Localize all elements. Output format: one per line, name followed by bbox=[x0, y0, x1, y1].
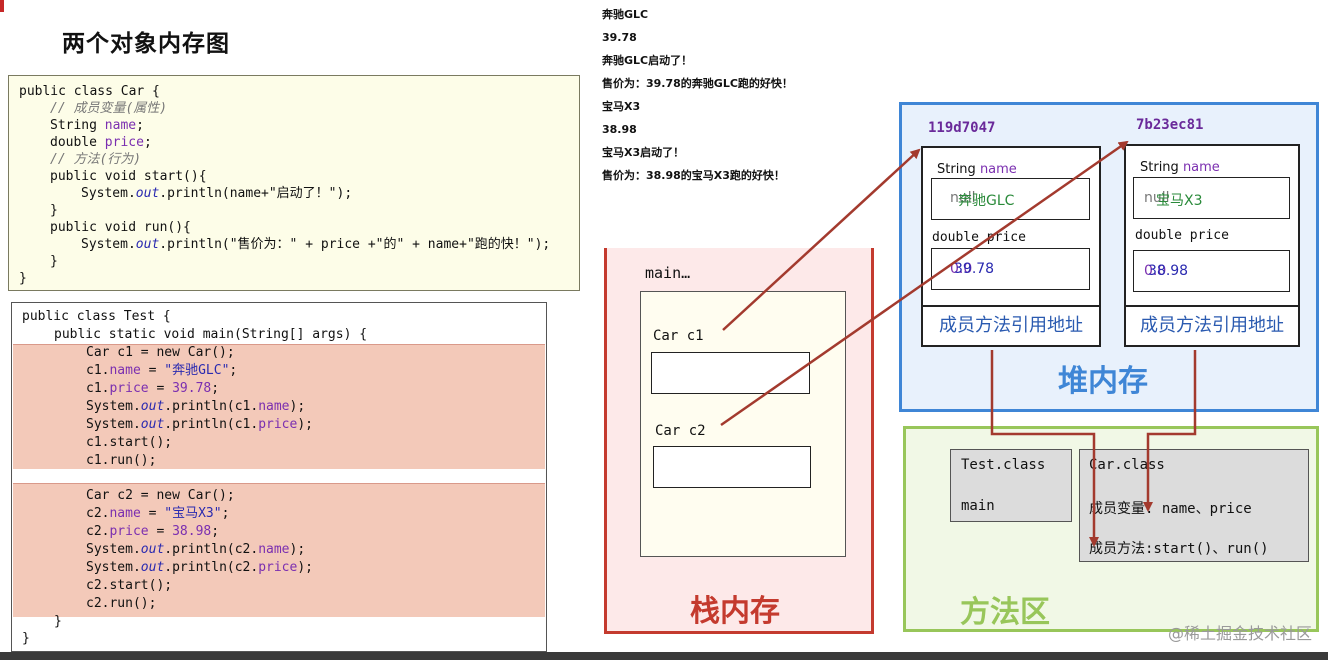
code-line: System.out.println(c2.price); bbox=[86, 560, 313, 575]
main-stack-frame: main… Car c1 Car c2 bbox=[640, 264, 846, 557]
car-class-code: public class Car { // 成员变量(属性) String na… bbox=[8, 75, 580, 291]
console-line: 宝马X3启动了！ bbox=[602, 146, 685, 159]
code-line: c1.name = "奔驰GLC"; bbox=[86, 363, 238, 378]
page-title: 两个对象内存图 bbox=[62, 31, 230, 57]
console-line: 宝马X3 bbox=[602, 100, 641, 113]
code-line: c2.name = "宝马X3"; bbox=[86, 506, 230, 521]
code-line: } bbox=[22, 631, 30, 646]
code-line: Car c2 = new Car(); bbox=[86, 488, 235, 503]
obj2-method-arrow bbox=[1143, 350, 1197, 512]
obj1-method-arrow bbox=[990, 350, 1099, 547]
code-line: public void start(){ bbox=[50, 169, 207, 184]
console-line: 奔驰GLC bbox=[602, 8, 649, 21]
code-line: } bbox=[19, 271, 27, 286]
code-line: System.out.println("售价为：" + price +"的" +… bbox=[81, 237, 551, 252]
console-line: 38.98 bbox=[602, 123, 637, 136]
obj2-method-ref: 成员方法引用地址 bbox=[1126, 305, 1298, 347]
var-c2-label: Car c2 bbox=[655, 423, 706, 439]
obj2-price-old: 0.0 bbox=[1144, 263, 1167, 279]
stack-frame-label: main… bbox=[645, 264, 691, 282]
c1-reference-arrow bbox=[722, 148, 921, 331]
obj1-address: 119d7047 bbox=[928, 120, 996, 136]
code-line: public void run(){ bbox=[50, 220, 191, 235]
car-object-2: String name null 宝马X3 double price 0.0 3… bbox=[1124, 144, 1300, 347]
highlight-c2-block bbox=[13, 483, 545, 617]
obj1-price-slot: 0.0 39.78 bbox=[931, 248, 1090, 290]
code-line: } bbox=[50, 203, 58, 218]
c2-reference-arrow bbox=[720, 140, 1129, 427]
code-line: } bbox=[50, 254, 58, 269]
var-c1-slot bbox=[651, 352, 810, 394]
obj2-address: 7b23ec81 bbox=[1136, 117, 1204, 133]
var-c2-slot bbox=[653, 446, 811, 488]
heap-memory-title: 堆内存 bbox=[1058, 364, 1148, 399]
console-line: 售价为：38.98的宝马X3跑的好快！ bbox=[602, 169, 785, 182]
car-class-name: Car.class bbox=[1089, 457, 1165, 473]
obj2-field-price-label: double price bbox=[1135, 228, 1229, 243]
var-c1-label: Car c1 bbox=[653, 328, 704, 344]
code-line: public static void main(String[] args) { bbox=[54, 327, 368, 342]
code-line: c1.start(); bbox=[86, 435, 173, 450]
obj1-method-ref: 成员方法引用地址 bbox=[923, 305, 1099, 347]
code-line: double price; bbox=[50, 135, 152, 150]
code-line: c2.price = 38.98; bbox=[86, 524, 220, 539]
code-comment: // 成员变量(属性) bbox=[50, 101, 168, 116]
console-line: 售价为：39.78的奔驰GLC跑的好快！ bbox=[602, 77, 793, 90]
car-class-fields: 成员变量: name、price bbox=[1089, 501, 1252, 517]
obj1-price-old: 0.0 bbox=[950, 261, 973, 277]
code-line: System.out.println(name+"启动了！"); bbox=[81, 186, 353, 201]
code-comment: // 方法(行为) bbox=[50, 152, 142, 167]
method-area-title: 方法区 bbox=[960, 595, 1050, 630]
test-class-box: Test.class main bbox=[950, 449, 1072, 522]
code-line: c2.run(); bbox=[86, 596, 157, 611]
obj1-field-name-label: String name bbox=[937, 162, 1017, 177]
code-line: } bbox=[54, 614, 62, 629]
bottom-bar bbox=[0, 652, 1328, 660]
obj2-name-old: null bbox=[1144, 190, 1170, 206]
obj1-price-new: 39.78 bbox=[954, 261, 995, 277]
obj1-name-new: 奔驰GLC bbox=[958, 193, 1015, 209]
code-line: String name; bbox=[50, 118, 144, 133]
stack-memory-title: 栈内存 bbox=[690, 594, 780, 629]
code-line: System.out.println(c1.price); bbox=[86, 417, 313, 432]
code-line: System.out.println(c2.name); bbox=[86, 542, 306, 557]
test-class-main: main bbox=[961, 498, 995, 514]
test-class-code: public class Test { public static void m… bbox=[11, 302, 547, 652]
highlight-c1-block bbox=[13, 344, 545, 469]
test-class-name: Test.class bbox=[961, 457, 1046, 473]
obj2-name-slot: null 宝马X3 bbox=[1133, 177, 1290, 219]
code-line: Car c1 = new Car(); bbox=[86, 345, 235, 360]
corner-mark bbox=[0, 0, 4, 12]
console-line: 39.78 bbox=[602, 31, 637, 44]
watermark: @稀土掘金技术社区 bbox=[1167, 624, 1312, 643]
code-line: c2.start(); bbox=[86, 578, 173, 593]
code-line: public class Test { bbox=[22, 309, 171, 324]
obj2-name-new: 宝马X3 bbox=[1156, 193, 1203, 209]
code-line: System.out.println(c1.name); bbox=[86, 399, 306, 414]
code-line: c1.run(); bbox=[86, 453, 157, 468]
code-line: c1.price = 39.78; bbox=[86, 381, 220, 396]
car-class-methods: 成员方法:start()、run() bbox=[1089, 541, 1269, 557]
obj2-price-new: 38.98 bbox=[1148, 263, 1189, 279]
obj2-field-name-label: String name bbox=[1140, 160, 1220, 175]
obj2-price-slot: 0.0 38.98 bbox=[1133, 250, 1290, 292]
car-class-box: Car.class 成员变量: name、price 成员方法:start()、… bbox=[1079, 449, 1309, 562]
code-line: public class Car { bbox=[19, 84, 160, 99]
console-line: 奔驰GLC启动了！ bbox=[602, 54, 693, 67]
obj1-name-old: null bbox=[950, 190, 976, 206]
